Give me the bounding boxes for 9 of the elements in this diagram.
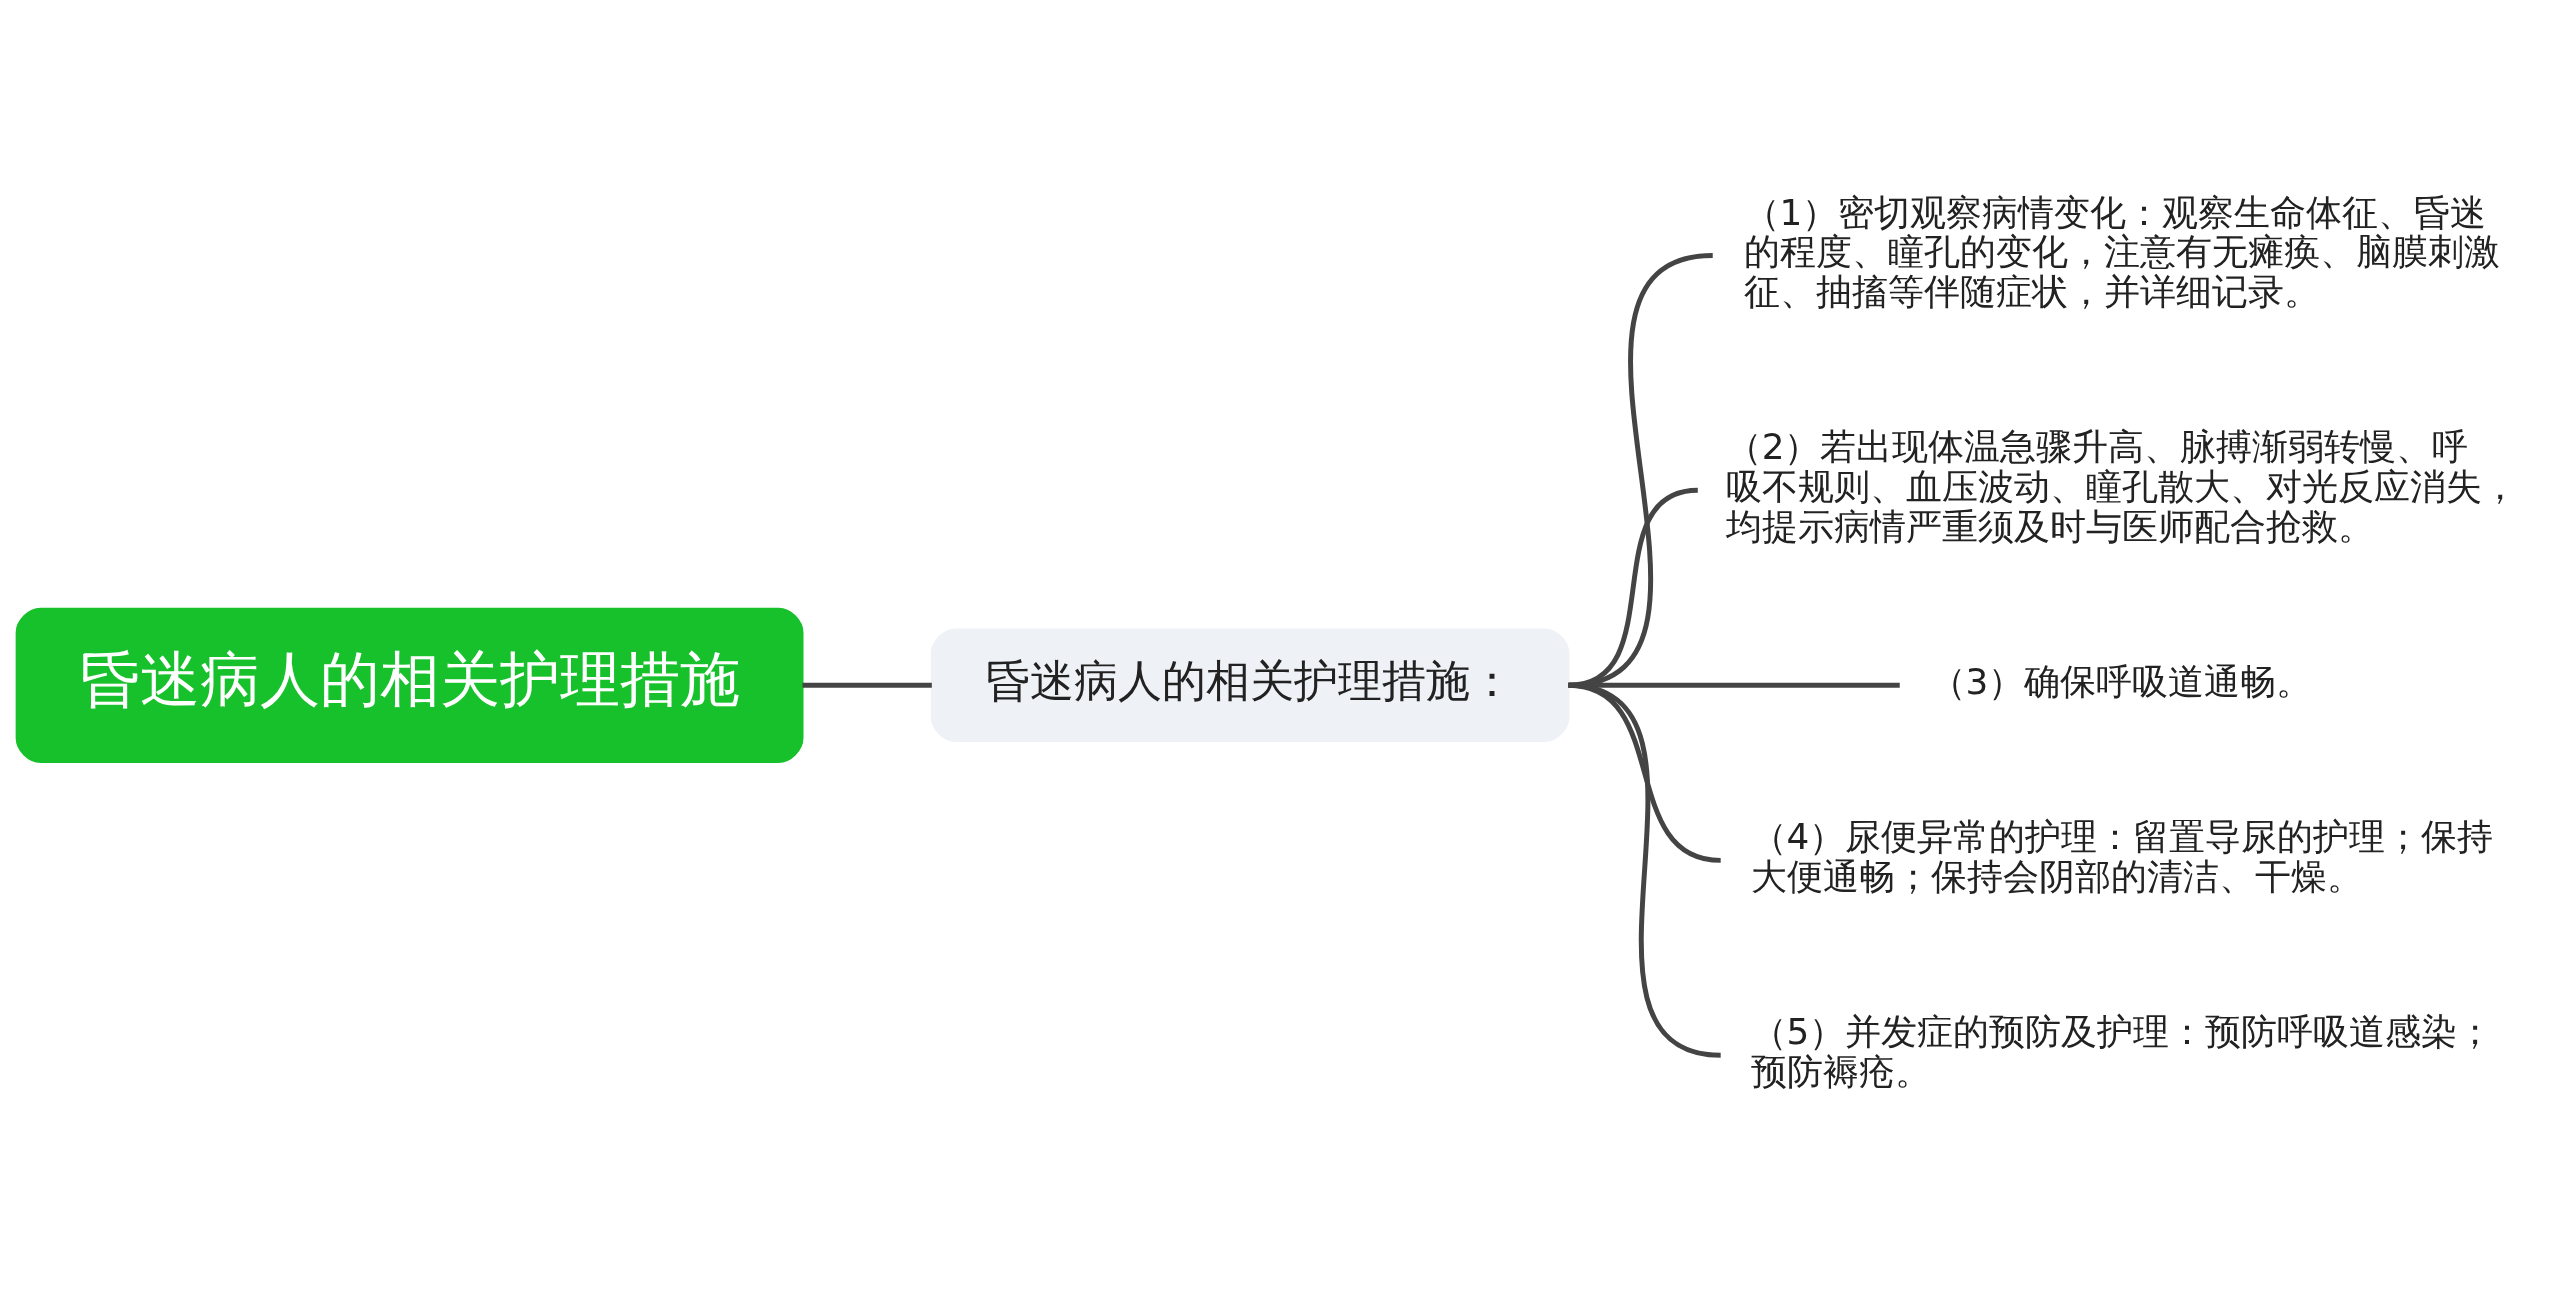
node-text: （1）密切观察病情变化：观察生命体征、昏迷的程度、瞳孔的变化，注意有无瘫痪、脑膜刺激征、抽搐等伴随症状，并详细记录。 bbox=[1743, 191, 2500, 312]
node-box: 昏迷病人的相关护理措施： bbox=[930, 628, 1570, 742]
connector bbox=[802, 682, 932, 688]
node-text: （5）并发症的预防及护理：预防呼吸道感染；预防褥疮。 bbox=[1750, 1010, 2494, 1092]
connector bbox=[1568, 682, 1722, 1058]
node-box: 昏迷病人的相关护理措施 bbox=[15, 607, 804, 763]
node-text: （4）尿便异常的护理：留置导尿的护理；保持大便通畅；保持会阴部的清洁、干燥。 bbox=[1750, 815, 2494, 897]
node-text: （3）确保呼吸道通畅。 bbox=[1929, 660, 2313, 702]
node-text: （2）若出现体温急骤升高、脉搏渐弱转慢、呼吸不规则、血压波动、瞳孔散大、对光反应消失，均提示病情严重须及时与医师配合抢救。 bbox=[1725, 425, 2518, 547]
